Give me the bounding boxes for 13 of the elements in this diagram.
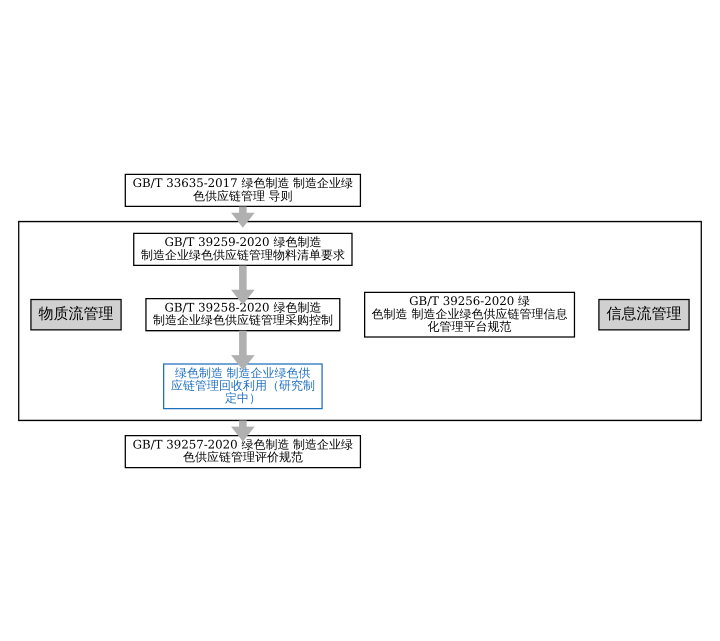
arrow <box>231 265 255 304</box>
node-box: GB/T 39259-2020 绿色制造制造企业绿色供应链管理物料清单要求 <box>133 232 353 266</box>
node-box: 物质流管理 <box>30 298 122 330</box>
arrow <box>231 330 255 370</box>
node-box: GB/T 39256-2020 绿色制造 制造企业绿色供应链管理信息化管理平台规范 <box>364 291 576 338</box>
node-box: GB/T 33635-2017 绿色制造 制造企业绿色供应链管理 导则 <box>124 173 362 207</box>
node-box: 信息流管理 <box>598 298 690 330</box>
cluster <box>18 220 702 421</box>
node-box: GB/T 39257-2020 绿色制造 制造企业绿色供应链管理评价规范 <box>124 434 362 468</box>
arrow <box>231 206 255 228</box>
arrow <box>231 420 255 442</box>
node-box: 绿色制造 制造企业绿色供应链管理回收利用（研究制定中） <box>163 362 323 409</box>
node-box: GB/T 39258-2020 绿色制造制造企业绿色供应链管理采购控制 <box>145 298 340 331</box>
